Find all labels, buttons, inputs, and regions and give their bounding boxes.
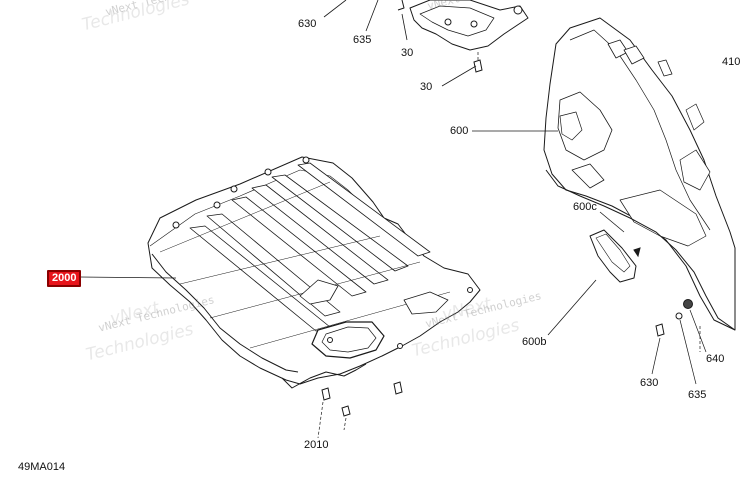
bolt-30 [473,59,483,73]
cover-600b [589,229,637,283]
callout-640: 640 [706,353,725,365]
callout-600c: 600c [573,201,597,213]
upper-bracket [397,0,529,51]
fasteners-right [655,299,693,337]
clip-600c [633,247,641,258]
callout-635-top: 635 [353,34,372,46]
skid-plate-2000 [147,156,481,389]
callout-2010: 2010 [304,439,329,451]
callout-600: 600 [450,125,469,137]
callout-635-bottom: 635 [688,389,707,401]
callout-2000-highlighted[interactable]: 2000 [47,270,82,287]
drawing-code: 49MA014 [18,461,66,473]
callout-600b: 600b [522,336,547,348]
side-panel-edge [545,169,736,331]
leader-lines [79,0,625,336]
callout-410: 410 [722,56,740,68]
side-panel-600 [543,17,736,331]
callout-630-top: 630 [298,18,317,30]
callout-30-b: 30 [420,81,433,93]
fasteners-2010 [321,381,403,417]
callout-30-a: 30 [401,47,414,59]
callout-630-bottom: 630 [640,377,659,389]
